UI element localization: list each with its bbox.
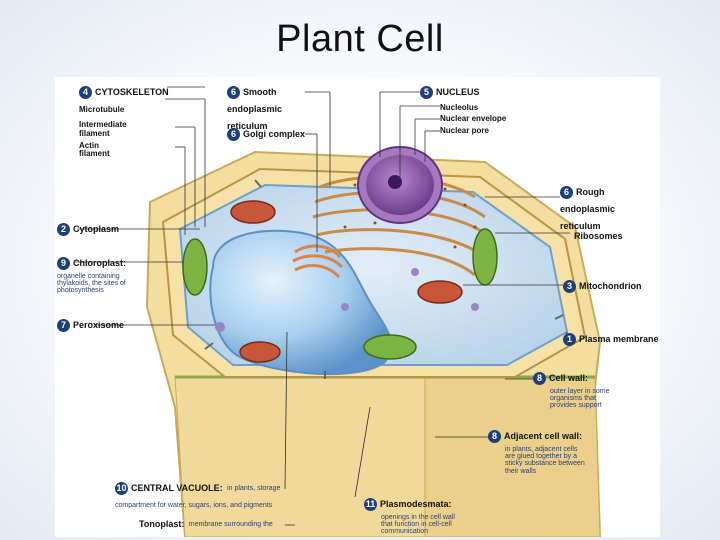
- mitochondria: [230, 200, 463, 363]
- label-microtubule: Microtubule: [79, 104, 125, 114]
- chloroplasts: [182, 228, 498, 360]
- label-actin-filament: Actin filament: [79, 140, 110, 159]
- label-nuclear-envelope: Nuclear envelope: [440, 114, 507, 124]
- nucleolus: [388, 175, 402, 189]
- label-nucleolus: Nucleolus: [440, 102, 479, 112]
- label-ribosomes: Ribosomes: [574, 231, 623, 242]
- label-intermediate-filament: Intermediate filament: [79, 120, 127, 138]
- golgi-complex: [292, 244, 344, 279]
- label-tonoplast: Tonoplast: membrane surrounding the cent…: [139, 519, 273, 530]
- label-nuclear-pore: Nuclear pore: [440, 125, 489, 135]
- plant-cell-illustration: [75, 86, 602, 537]
- plasmodesmata: [204, 179, 564, 379]
- leader-lines: [75, 86, 570, 526]
- peroxisomes: [215, 268, 479, 332]
- slide-title: Plant Cell: [276, 18, 444, 60]
